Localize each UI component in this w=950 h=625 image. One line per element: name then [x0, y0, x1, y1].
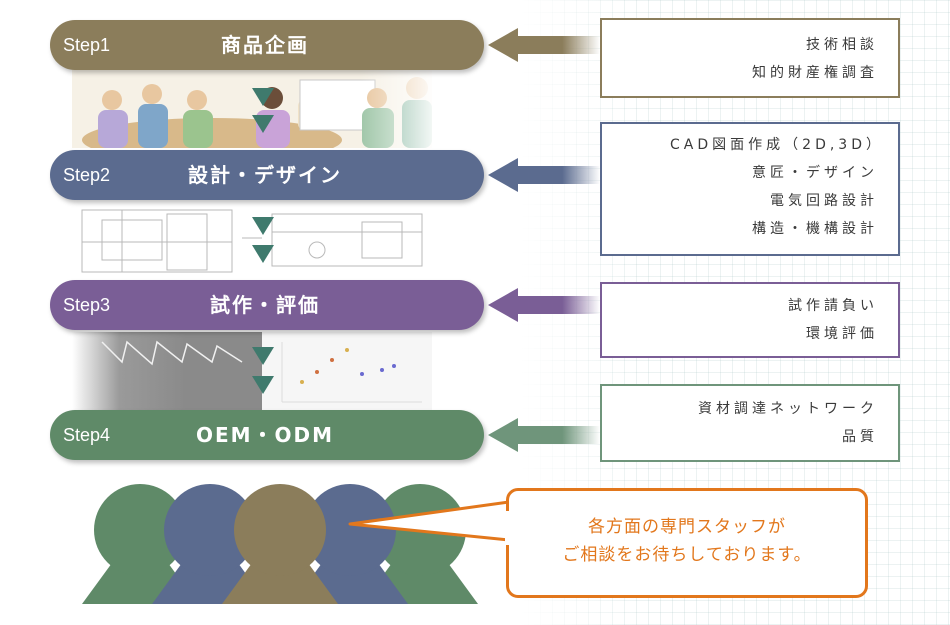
- service-item: 意匠・デザイン: [752, 165, 878, 181]
- down-arrow-icon: [252, 245, 274, 263]
- step-title: 試作・評価: [210, 293, 320, 317]
- step-label: Step2: [63, 165, 111, 185]
- down-arrow-icon: [252, 115, 274, 133]
- step2-services-box: CAD図面作成（2D,3D） 意匠・デザイン 電気回路設計 構造・機構設計: [600, 122, 900, 256]
- service-item: 知的財産権調査: [752, 65, 878, 81]
- down-arrow-icon: [252, 376, 274, 394]
- cad-drawing-image: [72, 202, 432, 280]
- speech-bubble: 各方面の専門スタッフが ご相談をお待ちしております。: [506, 488, 868, 598]
- bubble-text-line2: ご相談をお待ちしております。: [562, 545, 812, 565]
- service-item: 試作請負い: [788, 298, 878, 314]
- step4-bar: Step4 OEM・ODM: [50, 410, 484, 460]
- step-title: OEM・ODM: [195, 423, 335, 447]
- service-item: 電気回路設計: [770, 193, 878, 209]
- down-arrow-icon: [252, 88, 274, 106]
- staff-person-icon: [222, 484, 338, 604]
- service-item: 品質: [842, 429, 878, 445]
- left-arrow-icon: [488, 418, 600, 452]
- step3-services-box: 試作請負い 環境評価: [600, 282, 900, 358]
- left-arrow-icon: [488, 158, 600, 192]
- step-label: Step1: [63, 35, 111, 55]
- step-title: 設計・デザイン: [188, 163, 342, 187]
- service-item: 資材調達ネットワーク: [698, 401, 878, 417]
- step3-bar: Step3 試作・評価: [50, 280, 484, 330]
- step1-bar: Step1 商品企画: [50, 20, 484, 70]
- service-item: CAD図面作成（2D,3D）: [670, 137, 884, 153]
- step1-services-box: 技術相談 知的財産権調査: [600, 18, 900, 98]
- step-title: 商品企画: [221, 33, 309, 57]
- down-arrow-icon: [252, 217, 274, 235]
- step-label: Step4: [63, 425, 111, 445]
- service-item: 構造・機構設計: [752, 221, 878, 237]
- meeting-illustration: [72, 70, 432, 148]
- service-item: 技術相談: [806, 37, 878, 53]
- step4-services-box: 資材調達ネットワーク 品質: [600, 384, 900, 462]
- bubble-tail-join: [505, 511, 510, 545]
- speech-bubble-tail: [348, 500, 510, 542]
- down-arrow-icon: [252, 347, 274, 365]
- left-arrow-icon: [488, 28, 600, 62]
- step2-bar: Step2 設計・デザイン: [50, 150, 484, 200]
- oscilloscope-graph-image: [72, 332, 432, 410]
- bubble-text-line1: 各方面の専門スタッフが: [588, 517, 786, 537]
- service-item: 環境評価: [806, 326, 878, 342]
- left-arrow-icon: [488, 288, 600, 322]
- staff-silhouettes: [82, 484, 478, 604]
- step-label: Step3: [63, 295, 111, 315]
